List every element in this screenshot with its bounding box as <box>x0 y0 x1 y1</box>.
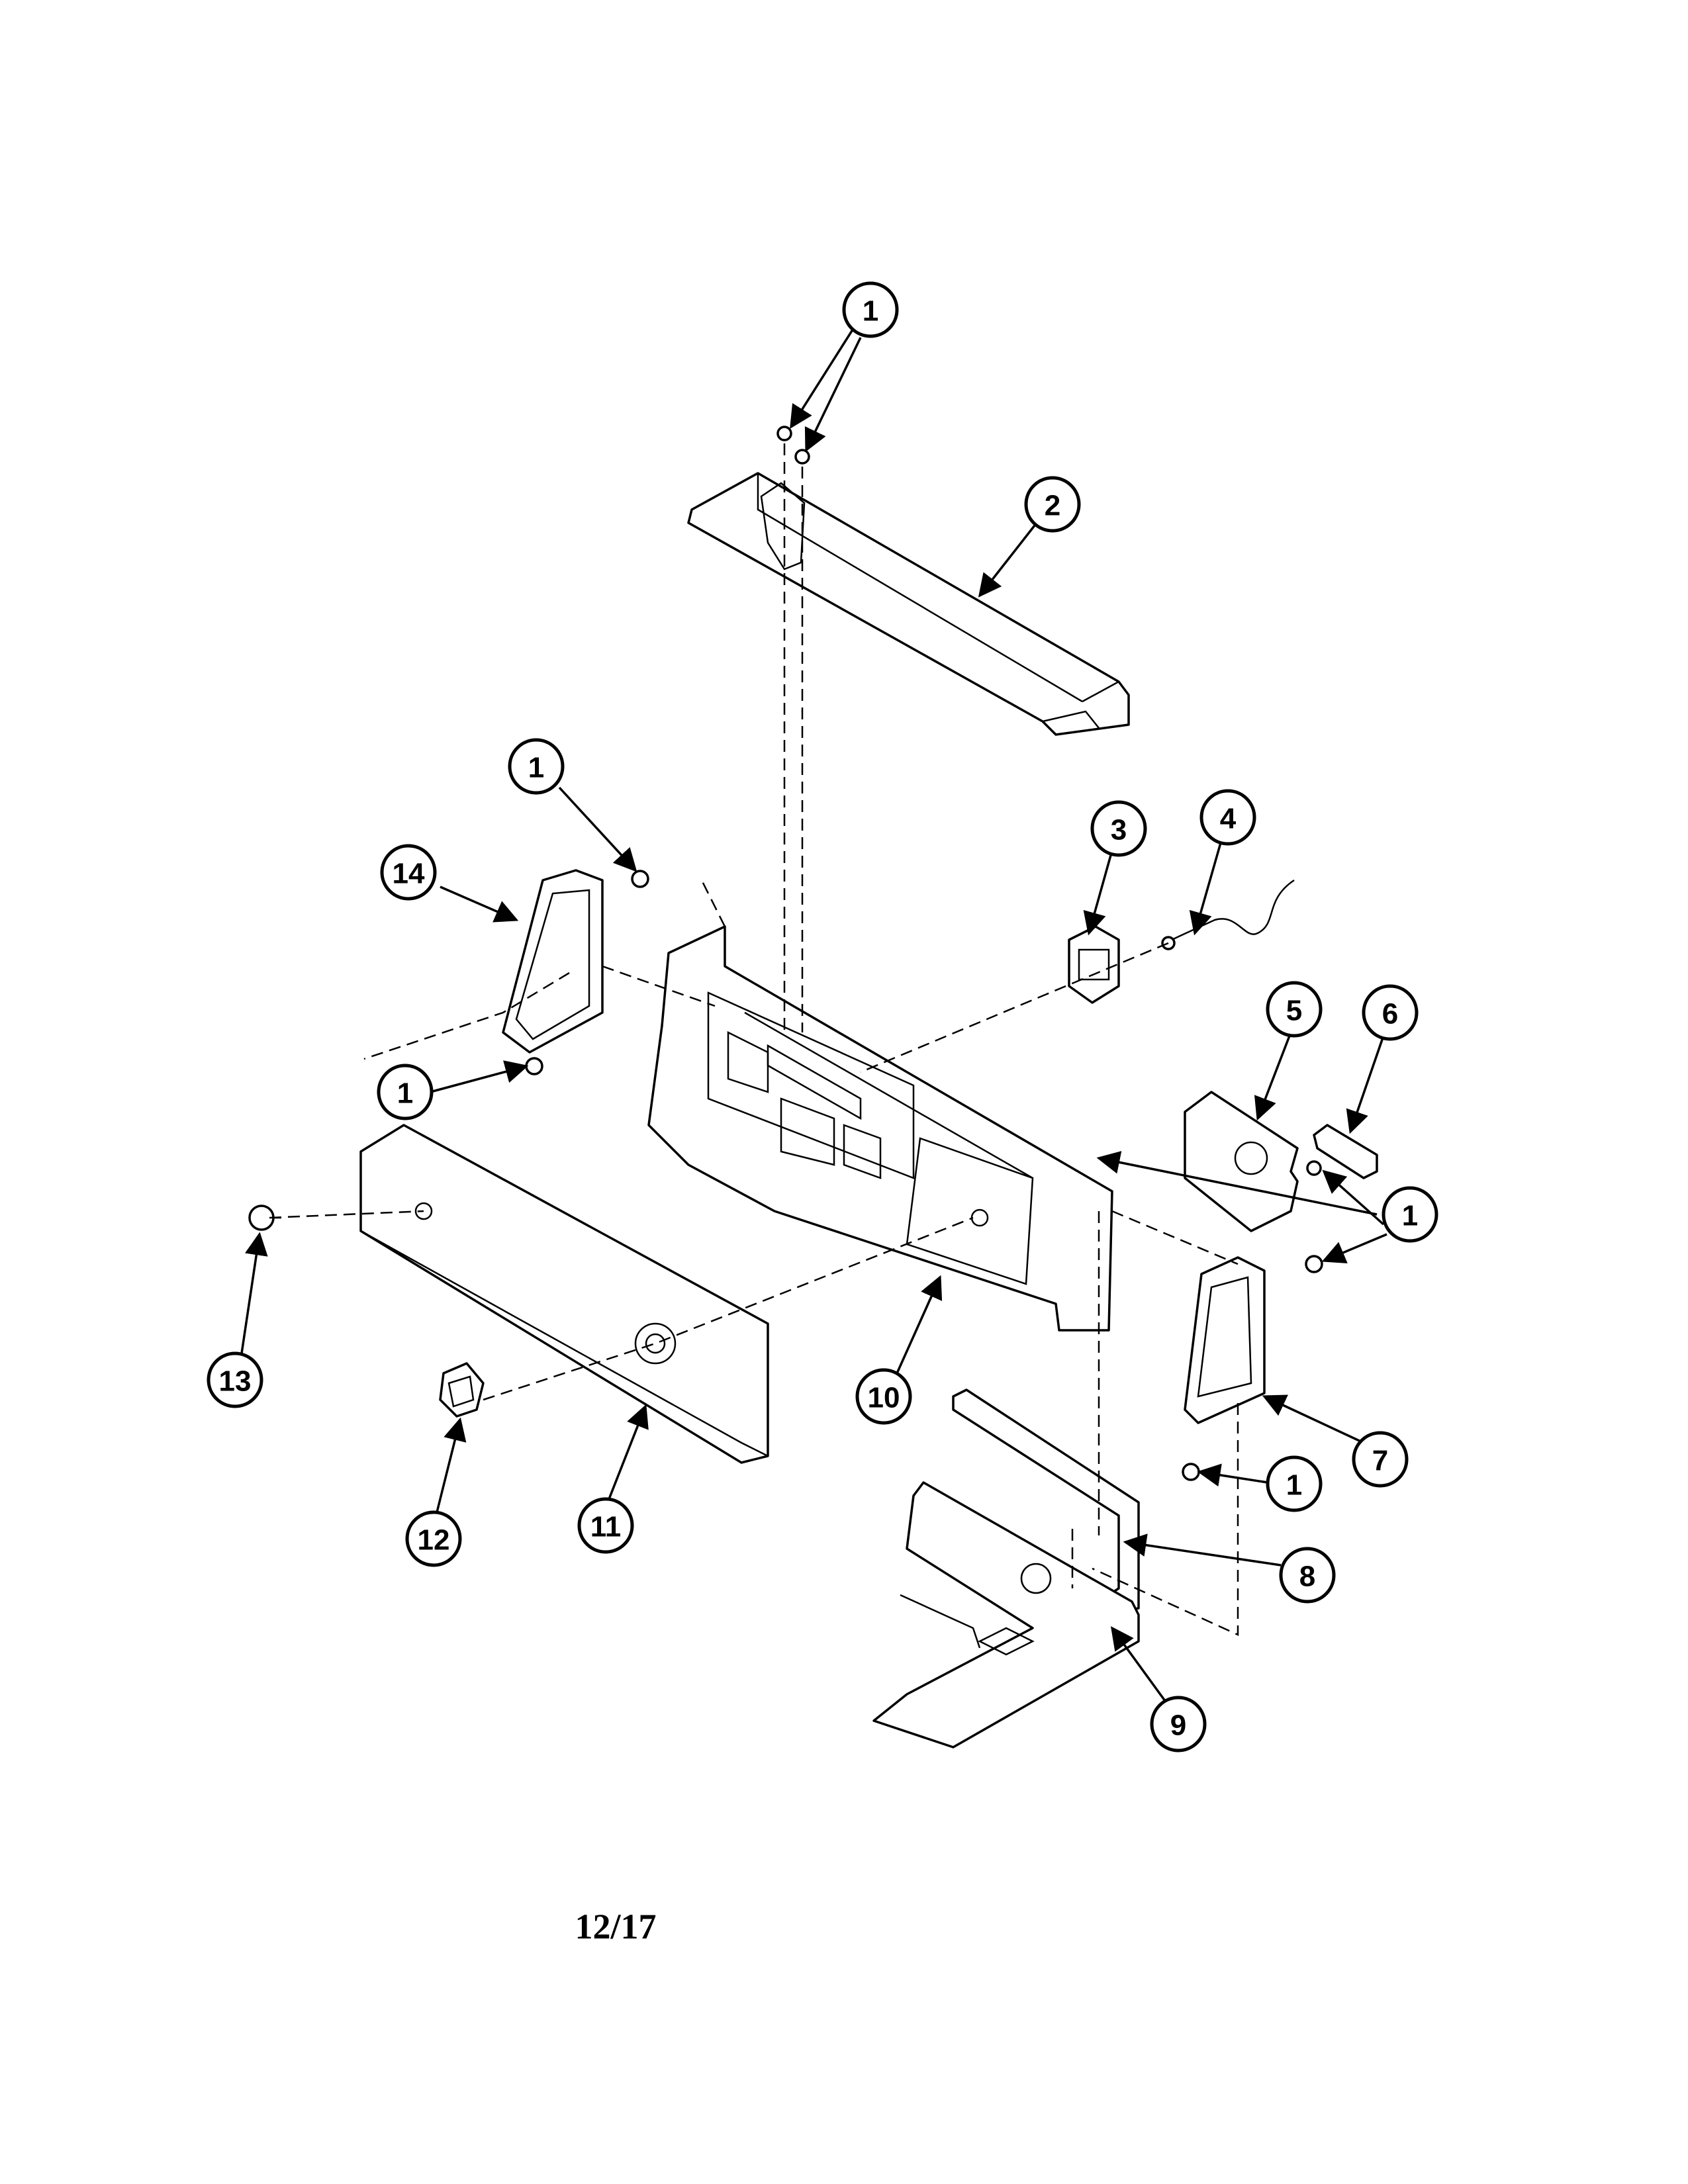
svg-text:9: 9 <box>1170 1709 1186 1742</box>
svg-text:8: 8 <box>1299 1561 1315 1593</box>
callout-8: 8 <box>1279 1547 1336 1604</box>
callout-9: 9 <box>1150 1696 1207 1752</box>
svg-text:10: 10 <box>868 1382 900 1414</box>
svg-text:12: 12 <box>418 1524 450 1557</box>
left-end-cap <box>502 869 649 1075</box>
callout-13: 13 <box>207 1351 263 1408</box>
svg-text:11: 11 <box>590 1511 622 1543</box>
wire-harness <box>1161 879 1295 950</box>
console-panel <box>647 925 1113 1332</box>
svg-text:1: 1 <box>397 1077 413 1110</box>
callout-1-top: 1 <box>842 281 899 338</box>
svg-text:1: 1 <box>863 295 878 328</box>
callout-14: 14 <box>380 844 437 901</box>
svg-text:1: 1 <box>1402 1200 1418 1232</box>
right-end-cap <box>1182 1255 1323 1481</box>
svg-text:5: 5 <box>1286 995 1302 1027</box>
callout-1-lower-right: 1 <box>1266 1455 1323 1512</box>
callout-11: 11 <box>577 1497 634 1554</box>
callout-4: 4 <box>1199 789 1256 846</box>
callout-7: 7 <box>1352 1431 1409 1488</box>
top-screws <box>776 426 810 465</box>
callout-10: 10 <box>855 1368 912 1425</box>
timer <box>1184 1091 1322 1232</box>
console-top-cap <box>687 472 1130 736</box>
callout-12: 12 <box>405 1510 462 1567</box>
svg-text:1: 1 <box>528 752 544 784</box>
callout-6: 6 <box>1362 984 1419 1041</box>
selector-knob <box>439 1362 485 1418</box>
svg-text:3: 3 <box>1111 814 1127 846</box>
svg-text:1: 1 <box>1286 1469 1302 1502</box>
callout-1-left: 1 <box>377 1064 434 1120</box>
callout-5: 5 <box>1266 981 1323 1038</box>
front-panel <box>359 1124 769 1464</box>
callout-3: 3 <box>1090 800 1147 857</box>
svg-text:14: 14 <box>393 858 425 890</box>
cabinet-top <box>872 1481 1140 1749</box>
svg-text:7: 7 <box>1372 1445 1388 1477</box>
selector-switch <box>1068 925 1120 1004</box>
page-number: 12/17 <box>575 1907 657 1946</box>
svg-text:13: 13 <box>219 1365 252 1398</box>
callout-1-right: 1 <box>1382 1186 1438 1243</box>
switch <box>1313 1124 1378 1179</box>
leader-arrows <box>240 327 1387 1702</box>
svg-text:4: 4 <box>1220 803 1237 835</box>
assembly-lines <box>269 443 1239 1636</box>
callout-2: 2 <box>1024 476 1081 533</box>
svg-text:2: 2 <box>1045 490 1060 522</box>
callout-1-upper-left: 1 <box>508 738 565 795</box>
svg-text:6: 6 <box>1382 998 1398 1030</box>
